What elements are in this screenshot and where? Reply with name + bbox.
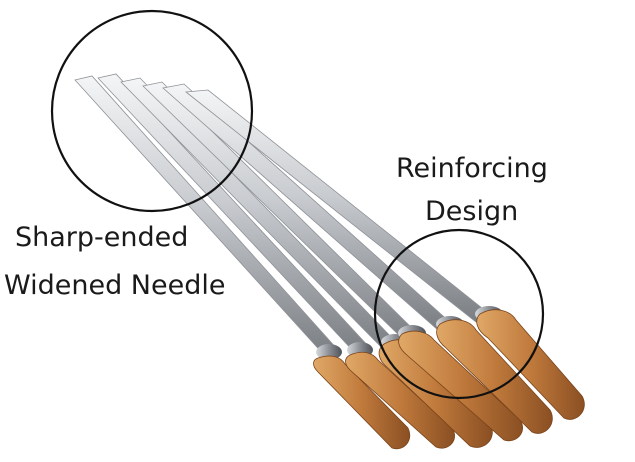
- wooden-handle: [398, 330, 523, 442]
- skewer-blades: [74, 73, 493, 357]
- callout-circle-reinforcement: [373, 228, 545, 400]
- wooden-handle: [476, 309, 585, 420]
- callout-label-widened-needle: Widened Needle: [4, 270, 226, 301]
- skewer-handles: [313, 309, 585, 450]
- ferrule: [316, 344, 342, 360]
- callout-label-reinforcing: Reinforcing: [396, 153, 548, 184]
- wooden-handle: [313, 355, 411, 450]
- callout-circle-tips: [50, 9, 254, 213]
- callout-label-design: Design: [425, 196, 519, 227]
- callout-label-sharp-ended: Sharp-ended: [15, 222, 189, 253]
- wooden-handle: [436, 319, 553, 434]
- wooden-handle: [345, 351, 455, 449]
